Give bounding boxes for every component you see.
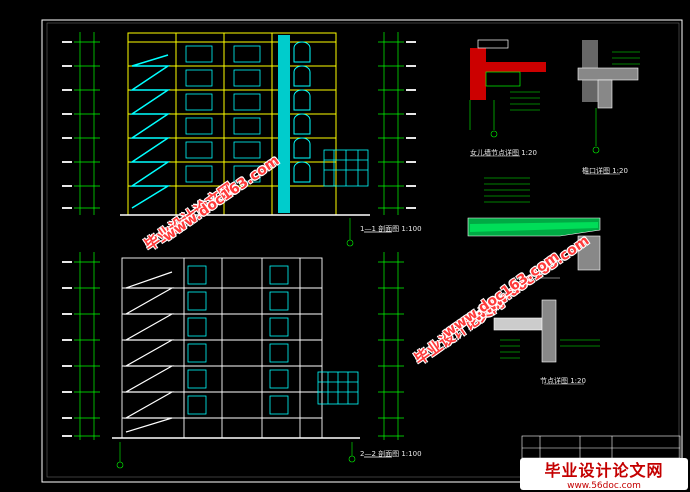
right-dimension-ticks-top bbox=[406, 41, 416, 209]
axis-marker-bottom-right bbox=[348, 455, 356, 463]
detail-caption-eave: 檐口详图 1:20 bbox=[582, 167, 628, 175]
drawing-inner-border bbox=[46, 22, 680, 478]
section-2-structure bbox=[121, 257, 323, 439]
window-grid-top bbox=[185, 45, 261, 183]
site-logo: 毕业设计论文网 www.56doc.com bbox=[520, 458, 688, 491]
left-dimension-ticks-top bbox=[62, 41, 72, 209]
axis-marker-top bbox=[346, 239, 354, 247]
window-grid-bottom bbox=[187, 265, 289, 415]
detail-floor-edge bbox=[467, 177, 601, 279]
site-logo-text: 毕业设计论文网 bbox=[544, 461, 664, 480]
left-dimension-ticks-bottom bbox=[62, 261, 72, 437]
axis-marker-bottom-left bbox=[116, 461, 124, 469]
detail-caption-balcony: 节点详图 1:20 bbox=[540, 377, 586, 385]
section-caption-2: 2—2 剖面图 1:100 bbox=[360, 450, 422, 458]
right-dimension-chain-bottom bbox=[378, 252, 404, 440]
section-2-2 bbox=[62, 252, 404, 469]
facade-glazing-strip bbox=[278, 35, 290, 213]
right-dimension-chain-top bbox=[378, 32, 404, 215]
arched-windows-top bbox=[293, 41, 311, 183]
detail-parapet bbox=[469, 39, 546, 157]
detail-balcony bbox=[493, 299, 600, 385]
left-dimension-chain-bottom bbox=[74, 252, 100, 440]
detail-eave bbox=[577, 40, 640, 175]
site-logo-url: www.56doc.com bbox=[567, 481, 641, 491]
detail-caption-parapet: 女儿墙节点详图 1:20 bbox=[470, 149, 537, 157]
drawing-border bbox=[41, 19, 683, 483]
stair-flight-top bbox=[129, 54, 171, 209]
annex-top bbox=[323, 149, 369, 187]
section-caption-1: 1—1 剖面图 1:100 bbox=[360, 225, 422, 233]
stair-flight-bottom bbox=[123, 271, 175, 433]
section-1-1 bbox=[62, 32, 416, 247]
annex-bottom bbox=[317, 371, 359, 405]
left-dimension-chain-top bbox=[74, 32, 100, 215]
